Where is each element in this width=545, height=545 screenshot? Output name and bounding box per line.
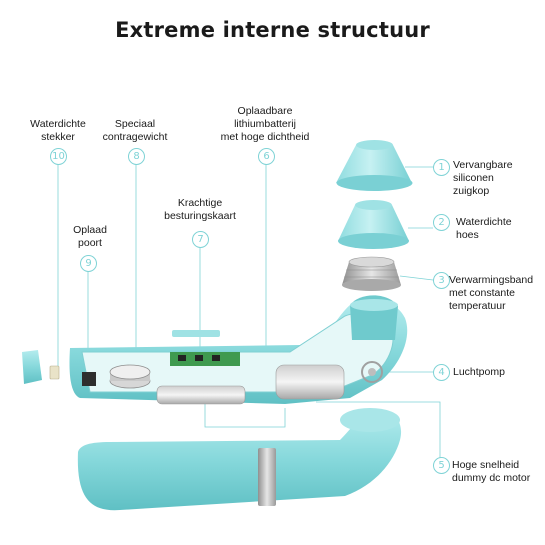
label-battery: Oplaadbare lithiumbatterij met hoge dich… <box>220 105 310 143</box>
waterproof-plug <box>22 350 60 384</box>
waterproof-cover <box>338 200 409 249</box>
label-charge-port: Oplaad poort <box>73 224 107 249</box>
label-dc-motor: Hoge snelheid dummy dc motor <box>452 459 531 484</box>
part-number-2: 2 <box>433 214 450 231</box>
part-number-4: 4 <box>433 364 450 381</box>
label-silicone-suction-cup: Vervangbare siliconen zuigkop <box>453 159 513 197</box>
part-number-6: 6 <box>258 148 275 165</box>
device-handle-closed <box>77 408 402 511</box>
part-number-10: 10 <box>50 148 67 165</box>
label-control-board: Krachtige besturingskaart <box>164 197 236 222</box>
label-air-pump: Luchtpomp <box>453 366 505 378</box>
part-number-5: 5 <box>433 457 450 474</box>
label-waterproof-plug: Waterdichte stekker <box>30 118 86 143</box>
device-body-open <box>69 295 408 405</box>
part-number-3: 3 <box>433 272 450 289</box>
part-number-9: 9 <box>80 255 97 272</box>
silicone-suction-cup <box>336 140 413 191</box>
label-heating-band: Verwarmingsband met constante temperatuu… <box>449 274 534 312</box>
part-number-1: 1 <box>433 159 450 176</box>
label-counterweight: Speciaal contragewicht <box>102 118 168 143</box>
diagram-title: Extreme interne structuur <box>115 18 430 42</box>
part-number-8: 8 <box>128 148 145 165</box>
leader-lines <box>57 163 441 458</box>
label-waterproof-cover: Waterdichte hoes <box>456 216 512 241</box>
part-number-7: 7 <box>192 231 209 248</box>
heating-band <box>342 256 401 291</box>
